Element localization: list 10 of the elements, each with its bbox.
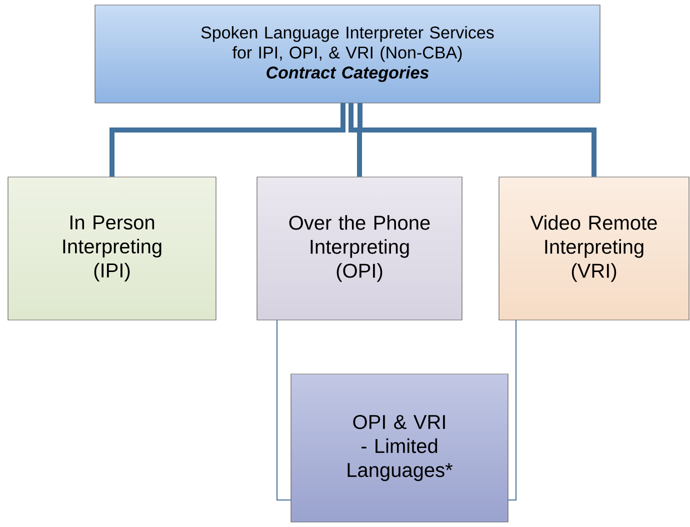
box: Spoken Language Interpreter Services for IPI, OPI, & VRI (Non-CBA) Contract Categories — [94, 4, 600, 104]
connector-line — [508, 320, 516, 500]
box: OPI & VRI - Limited Languages* — [290, 374, 508, 522]
connector-line — [110, 103, 346, 177]
connector-line — [276, 320, 292, 500]
connector-line — [358, 103, 596, 177]
box: In Person Interpreting (IPI) — [8, 176, 216, 320]
box: Over the Phone Interpreting (OPI) — [256, 176, 462, 320]
box: Video Remote Interpreting (VRI) — [498, 176, 690, 320]
connector-line — [348, 103, 362, 177]
